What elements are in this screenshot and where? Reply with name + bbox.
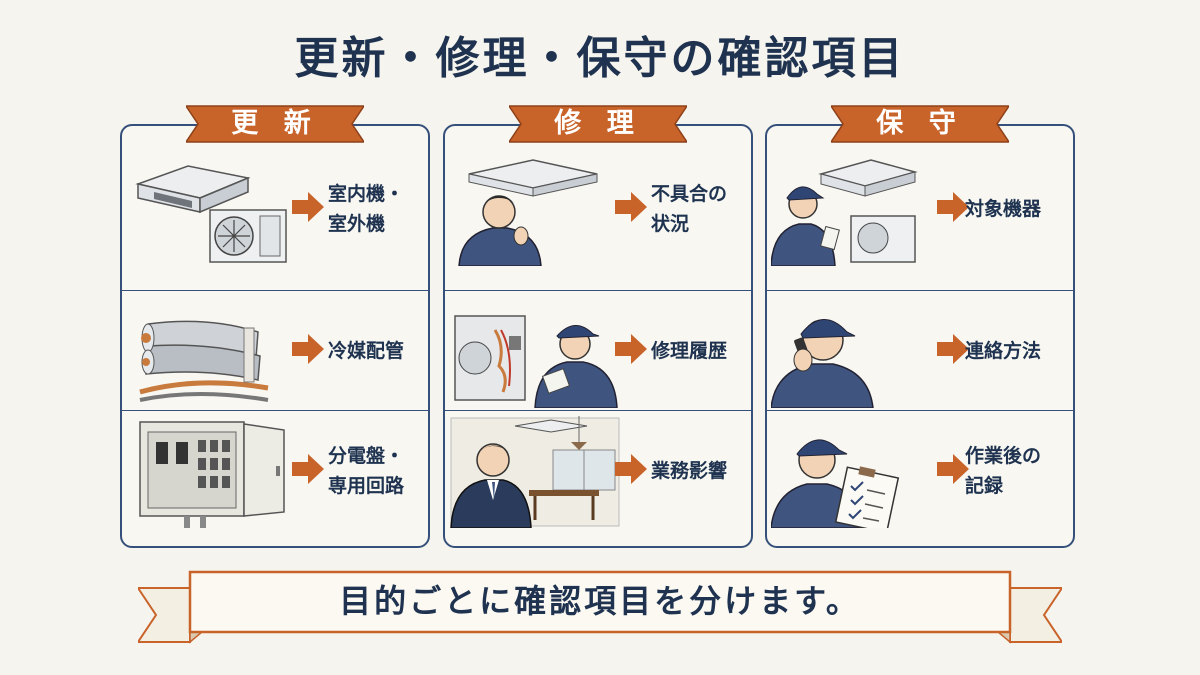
clipboard-record-icon — [771, 439, 900, 528]
panel-heading: 更 新 — [231, 108, 319, 139]
list-item: 不具合の 状況 — [445, 150, 751, 270]
panel-heading: 保 守 — [876, 108, 964, 139]
panel-heading-ribbon: 保 守 — [831, 102, 1009, 146]
ac-units-icon — [135, 165, 287, 263]
item-label: 業務影響 — [651, 460, 728, 482]
list-item: 分電盤・ 専用回路 — [122, 412, 428, 532]
arrow-right-icon — [292, 192, 324, 222]
distribution-board-icon — [139, 421, 285, 528]
item-label: 冷媒配管 — [328, 340, 405, 362]
panel-maintenance: 保 守 対象機器 連絡方法 — [765, 105, 1075, 548]
panel-repair: 修 理 不具合の 状況 — [443, 105, 753, 548]
divider — [122, 290, 428, 291]
item-label: 作業後の 記録 — [965, 445, 1042, 497]
arrow-right-icon — [615, 192, 647, 222]
arrow-right-icon — [292, 334, 324, 364]
arrow-right-icon — [937, 334, 969, 364]
divider — [122, 410, 428, 411]
divider — [445, 410, 751, 411]
divider — [767, 290, 1073, 291]
page-title: 更新・修理・保守の確認項目 — [294, 33, 906, 84]
technician-inspect-icon — [771, 159, 918, 266]
panel-heading: 修 理 — [554, 108, 642, 139]
arrow-right-icon — [615, 454, 647, 484]
divider — [445, 290, 751, 291]
summary-text: 目的ごとに確認項目を分けます。 — [339, 582, 861, 620]
arrow-right-icon — [615, 334, 647, 364]
business-impact-icon — [450, 416, 620, 528]
refrigerant-pipe-icon — [139, 320, 269, 402]
divider — [767, 410, 1073, 411]
item-label: 連絡方法 — [965, 340, 1042, 362]
thinking-person-icon — [458, 159, 598, 266]
technician-repair-icon — [454, 315, 618, 408]
list-item: 対象機器 — [767, 150, 1073, 270]
phone-call-icon — [771, 319, 874, 408]
arrow-right-icon — [937, 192, 969, 222]
panel-heading-ribbon: 更 新 — [186, 102, 364, 146]
panel-heading-ribbon: 修 理 — [509, 102, 687, 146]
arrow-right-icon — [937, 454, 969, 484]
summary-banner: 目的ごとに確認項目を分けます。 — [138, 570, 1062, 646]
panel-renewal: 更 新 室内機・ 室外機 — [120, 105, 430, 548]
list-item: 業務影響 — [445, 412, 751, 532]
list-item: 冷媒配管 — [122, 292, 428, 412]
list-item: 室内機・ 室外機 — [122, 150, 428, 270]
list-item: 連絡方法 — [767, 292, 1073, 412]
item-label: 不具合の 状況 — [651, 183, 728, 235]
item-label: 室内機・ 室外機 — [328, 183, 405, 235]
arrow-right-icon — [292, 454, 324, 484]
item-label: 分電盤・ 専用回路 — [328, 445, 405, 497]
item-label: 修理履歴 — [651, 340, 728, 362]
item-label: 対象機器 — [965, 198, 1042, 220]
list-item: 修理履歴 — [445, 292, 751, 412]
list-item: 作業後の 記録 — [767, 412, 1073, 532]
